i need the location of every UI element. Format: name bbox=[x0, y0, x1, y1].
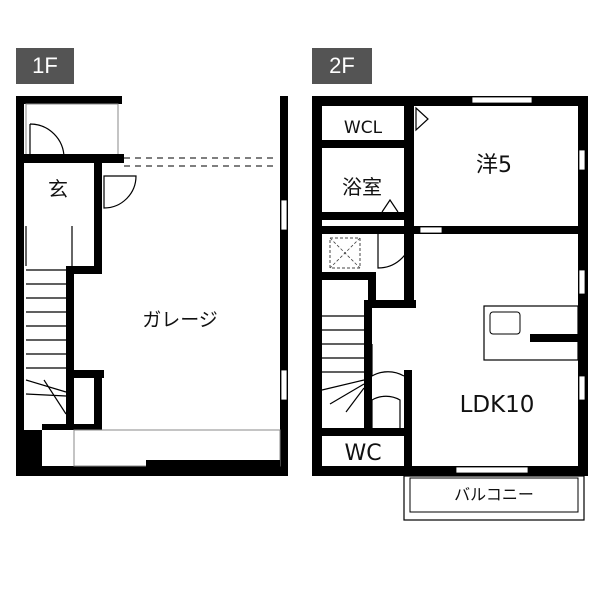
window bbox=[578, 269, 586, 295]
bath-door-marker bbox=[381, 198, 399, 213]
wall bbox=[320, 428, 412, 436]
door-swing bbox=[371, 344, 405, 378]
wall bbox=[68, 266, 102, 274]
balcony-inner bbox=[409, 477, 579, 513]
door-swing bbox=[377, 233, 413, 269]
floor-1f-plan: 玄 ガレージ bbox=[16, 96, 288, 476]
entrance-door-swing bbox=[103, 175, 137, 209]
wall bbox=[280, 96, 288, 476]
western-room-label: 洋5 bbox=[476, 153, 512, 178]
balcony-label: バルコニー bbox=[454, 485, 534, 504]
window bbox=[280, 199, 288, 231]
wall bbox=[312, 466, 588, 476]
wall bbox=[312, 96, 588, 106]
wall bbox=[66, 266, 74, 430]
wall bbox=[404, 370, 412, 468]
sink-icon bbox=[489, 311, 521, 335]
wall bbox=[70, 370, 104, 378]
garage-label: ガレージ bbox=[142, 309, 218, 331]
wall bbox=[320, 212, 410, 220]
closet-outline bbox=[25, 103, 119, 157]
kitchen-counter bbox=[483, 305, 579, 361]
wall bbox=[24, 430, 42, 470]
wall bbox=[16, 96, 122, 104]
window bbox=[455, 466, 529, 474]
balcony-outline bbox=[403, 475, 585, 521]
wall bbox=[16, 96, 24, 476]
floor-tab-1f: 1F bbox=[16, 48, 74, 84]
wall bbox=[22, 154, 124, 163]
door-marker bbox=[415, 106, 429, 132]
wall bbox=[364, 300, 372, 430]
floor-2f-plan: WCL 洋5 浴室 LDK10 WC バルコニー bbox=[312, 96, 588, 521]
window bbox=[280, 369, 288, 401]
bathroom-label: 浴室 bbox=[342, 175, 382, 199]
stairs-1f bbox=[25, 226, 73, 415]
door-swing bbox=[371, 395, 401, 428]
window bbox=[419, 226, 443, 234]
wall bbox=[320, 140, 410, 148]
wall bbox=[404, 234, 414, 308]
door-swing bbox=[29, 123, 65, 159]
window bbox=[578, 375, 586, 401]
wall bbox=[94, 154, 102, 272]
wall bbox=[320, 226, 580, 234]
window bbox=[471, 96, 533, 104]
washing-machine-icon bbox=[329, 237, 361, 269]
floor-tab-2f: 2F bbox=[312, 48, 372, 84]
wcl-label: WCL bbox=[344, 118, 383, 138]
wall bbox=[368, 272, 376, 306]
entrance-label: 玄 bbox=[48, 177, 68, 201]
wc-label: WC bbox=[344, 441, 381, 466]
wall bbox=[146, 460, 280, 468]
wall bbox=[94, 370, 102, 428]
washing-machine-icon bbox=[329, 237, 361, 269]
wall bbox=[312, 96, 322, 476]
wall bbox=[530, 334, 578, 342]
stairs-2f bbox=[321, 315, 365, 413]
wall bbox=[42, 424, 102, 430]
wall bbox=[16, 466, 288, 476]
window bbox=[578, 149, 586, 171]
wall bbox=[368, 300, 416, 308]
wall bbox=[322, 272, 374, 280]
ldk-label: LDK10 bbox=[460, 392, 535, 418]
wall bbox=[404, 96, 414, 236]
